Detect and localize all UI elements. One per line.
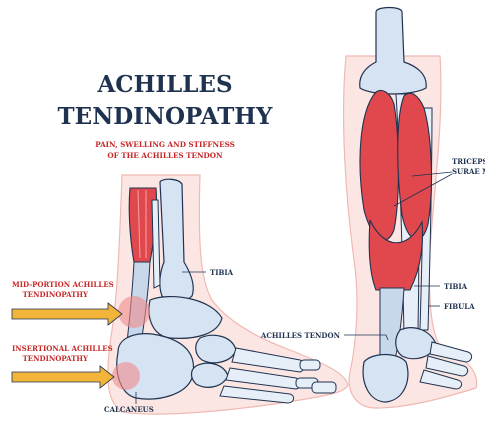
- subtitle-line-1: PAIN, SWELLING AND STIFFNESS: [95, 140, 235, 149]
- right-femur-bone: [360, 8, 426, 95]
- left-fibula-bone: [152, 200, 160, 288]
- triceps-label-line-2: SURAE M: [452, 167, 485, 176]
- triceps-label-line-1: TRICEPS: [452, 157, 485, 166]
- left-foot-illustration: [108, 175, 348, 414]
- insertional-inflammation: [112, 362, 140, 390]
- achilles-tendon-label: ACHILLES TENDON: [260, 331, 341, 340]
- insertional-label-line-1: INSERTIONAL ACHILLES: [12, 344, 113, 353]
- mid-portion-label-line-1: MID-PORTION ACHILLES: [12, 280, 114, 289]
- right-leg-illustration: [344, 8, 477, 409]
- left-tibia-label: TIBIA: [210, 268, 234, 277]
- right-tibia-label: TIBIA: [444, 282, 468, 291]
- insertional-arrow-icon: [12, 366, 114, 388]
- title-line-2: TENDINOPATHY: [58, 103, 273, 130]
- title-line-1: ACHILLES: [96, 71, 232, 98]
- left-toe-bone: [300, 360, 320, 370]
- mid-portion-arrow-icon: [12, 303, 122, 325]
- mid-portion-label-line-2: TENDINOPATHY: [23, 290, 89, 299]
- left-big-toe-nail: [312, 382, 336, 393]
- insertional-label-line-2: TENDINOPATHY: [23, 354, 89, 363]
- calcaneus-label: CALCANEUS: [104, 405, 154, 414]
- mid-portion-inflammation: [118, 296, 150, 328]
- subtitle-line-2: OF THE ACHILLES TENDON: [107, 151, 223, 160]
- fibula-label: FIBULA: [444, 302, 475, 311]
